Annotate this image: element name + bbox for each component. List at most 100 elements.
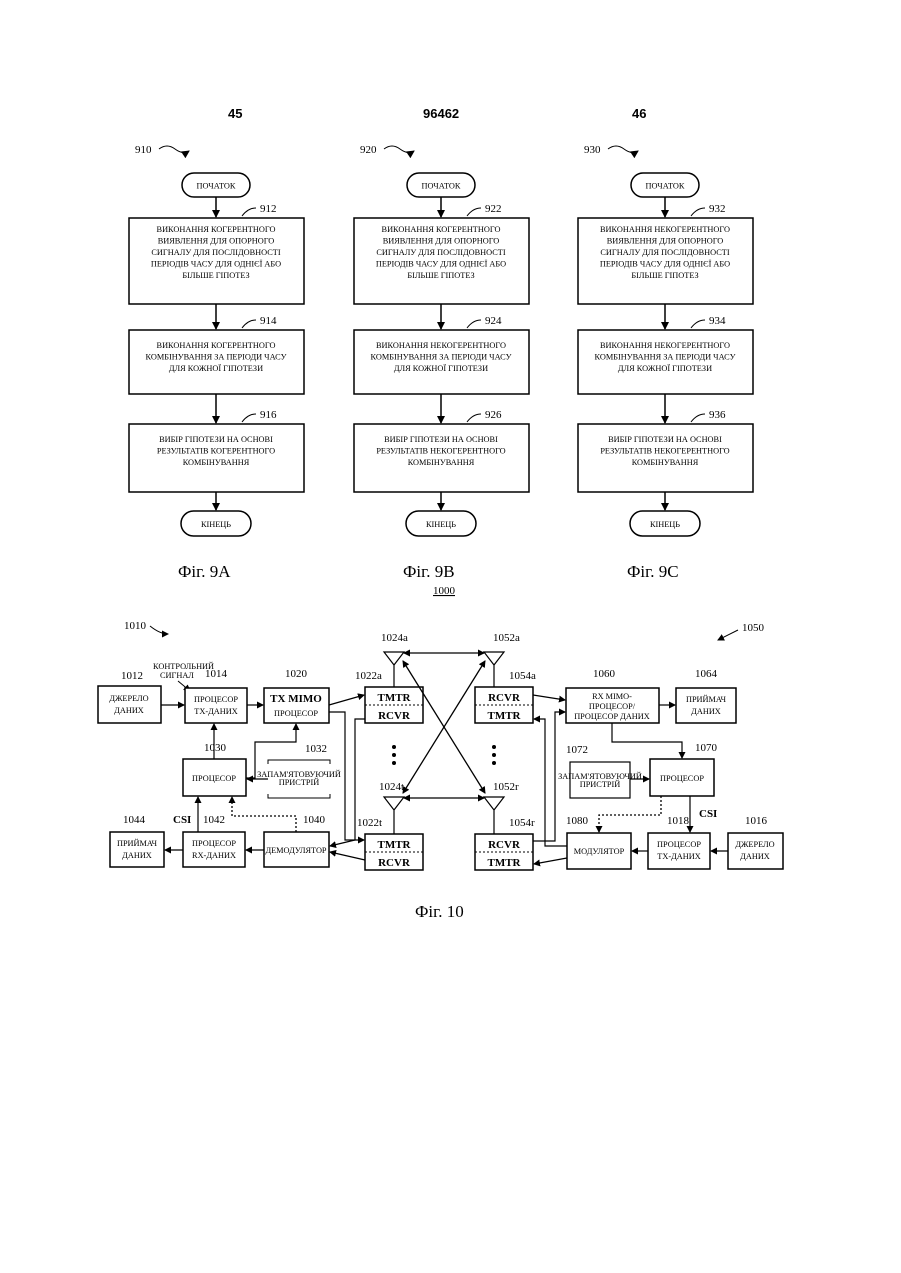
ref-1024t: 1024t — [379, 781, 404, 793]
svg-text:МОДУЛЯТОР: МОДУЛЯТОР — [574, 847, 625, 856]
ellipsis-right — [492, 745, 496, 765]
ref-924: 924 — [485, 315, 502, 327]
ref-1070: 1070 — [695, 742, 718, 754]
flowchart-910: 910ПОЧАТОКВИКОНАННЯ КОГЕРЕНТНОГОВИЯВЛЕНН… — [129, 144, 304, 581]
data-source-right-block: ДЖЕРЕЛО ДАНИХ — [728, 833, 783, 869]
start-label: ПОЧАТОК — [197, 182, 236, 191]
ref-1012: 1012 — [121, 670, 143, 682]
ref-914: 914 — [260, 315, 277, 327]
svg-text:ТХ-ДАНИХ: ТХ-ДАНИХ — [657, 852, 700, 861]
ref-1020: 1020 — [285, 668, 308, 680]
ref-1040: 1040 — [303, 814, 326, 826]
ref-936: 936 — [709, 409, 726, 421]
processor-right-block: ПРОЦЕСОР — [650, 759, 714, 796]
step-box-934 — [578, 330, 753, 394]
ref-910: 910 — [135, 144, 152, 156]
svg-text:RCVR: RCVR — [488, 839, 521, 851]
step-text-line: КОМБІНУВАННЯ ЗА ПЕРІОДИ ЧАСУ — [146, 353, 287, 362]
step-text-line: КОМБІНУВАННЯ — [408, 458, 475, 467]
svg-text:ДАНИХ: ДАНИХ — [122, 851, 152, 860]
end-label: КІНЕЦЬ — [650, 520, 680, 529]
svg-text:ПРИЙМАЧ: ПРИЙМАЧ — [117, 839, 158, 848]
step-text-line: КОМБІНУВАННЯ — [183, 458, 250, 467]
ref-1064: 1064 — [695, 668, 718, 680]
start-label: ПОЧАТОК — [646, 182, 685, 191]
step-text-line: ДЛЯ КОЖНОЇ ГІПОТЕЗИ — [618, 364, 712, 373]
ref-916: 916 — [260, 409, 277, 421]
svg-text:КОНТРОЛЬНИЙ: КОНТРОЛЬНИЙ — [153, 662, 214, 671]
step-text-line: ВИЯВЛЕННЯ ДЛЯ ОПОРНОГО — [383, 237, 500, 246]
ref-1060: 1060 — [593, 668, 616, 680]
ref-920: 920 — [360, 144, 377, 156]
ref-1022a: 1022a — [355, 670, 382, 682]
step-box-924 — [354, 330, 529, 394]
csi-left: CSI — [173, 814, 191, 826]
step-text-line: ВИБІР ГІПОТЕЗИ НА ОСНОВІ — [159, 435, 273, 444]
step-text-line: ПЕРІОДІВ ЧАСУ ДЛЯ ОДНІЄЇ АБО — [151, 260, 281, 269]
svg-text:ПРОЦЕСОР ДАНИХ: ПРОЦЕСОР ДАНИХ — [574, 712, 650, 721]
antenna-1052r-icon — [484, 797, 504, 834]
ref-1018: 1018 — [667, 815, 690, 827]
step-text-line: ВИЯВЛЕННЯ ДЛЯ ОПОРНОГО — [607, 237, 724, 246]
ref-1072: 1072 — [566, 744, 588, 756]
ref-1054a: 1054a — [509, 670, 536, 682]
figure-9-flowcharts: 910ПОЧАТОК ВИКОНАННЯ КОГЕРЕНТНОГО ВИЯВЛЕНН… — [0, 0, 901, 600]
step-text-line: БІЛЬШЕ ГІПОТЕЗ — [631, 271, 698, 280]
ref-1044: 1044 — [123, 814, 146, 826]
svg-text:СИГНАЛ: СИГНАЛ — [160, 671, 194, 680]
step-text-line: ВИЯВЛЕННЯ ДЛЯ ОПОРНОГО — [158, 237, 275, 246]
ref-1030: 1030 — [204, 742, 227, 754]
svg-text:RCVR: RCVR — [488, 692, 521, 704]
right-connections — [533, 695, 728, 864]
svg-text:ДАНИХ: ДАНИХ — [691, 707, 721, 716]
demodulator-block: ДЕМОДУЛЯТОР — [264, 832, 329, 867]
step-text-line: ПЕРІОДІВ ЧАСУ ДЛЯ ОДНІЄЇ АБО — [600, 260, 730, 269]
end-label: КІНЕЦЬ — [426, 520, 456, 529]
svg-text:TMTR: TMTR — [488, 710, 522, 722]
tmtr-rcvr-left-top: TMTR RCVR — [365, 687, 423, 723]
antenna-1052a-icon — [484, 652, 504, 687]
ref-1022t: 1022t — [357, 817, 382, 829]
svg-text:TX MIMO: TX MIMO — [270, 693, 322, 705]
ref-930: 930 — [584, 144, 601, 156]
ref-1032: 1032 — [305, 743, 327, 755]
step-text-line: КОМБІНУВАННЯ ЗА ПЕРІОДИ ЧАСУ — [595, 353, 736, 362]
rx-mimo-processor-block: RX MIMO- ПРОЦЕСОР/ ПРОЦЕСОР ДАНИХ — [566, 688, 659, 723]
svg-text:TMTR: TMTR — [378, 839, 412, 851]
svg-text:RCVR: RCVR — [378, 710, 411, 722]
svg-text:ПРИЙМАЧ: ПРИЙМАЧ — [686, 695, 727, 704]
svg-text:ДЕМОДУЛЯТОР: ДЕМОДУЛЯТОР — [265, 846, 326, 855]
tx-mimo-processor-block: TX MIMO ПРОЦЕСОР — [264, 688, 329, 723]
svg-text:RCVR: RCVR — [378, 857, 411, 869]
step-box-914 — [129, 330, 304, 394]
svg-text:ПРИСТРІЙ: ПРИСТРІЙ — [279, 778, 320, 787]
svg-text:ПРИСТРІЙ: ПРИСТРІЙ — [580, 780, 621, 789]
right-dashed-link — [599, 796, 661, 832]
memory-left-block: ЗАПАМ'ЯТОВУЮЧИЙ ПРИСТРІЙ — [257, 760, 341, 798]
rx-data-processor-left-block: ПРОЦЕСОР RX-ДАНИХ — [183, 832, 245, 867]
control-signal-label: КОНТРОЛЬНИЙ СИГНАЛ — [153, 662, 214, 680]
svg-text:ЗАПАМ'ЯТОВУЮЧИЙ: ЗАПАМ'ЯТОВУЮЧИЙ — [257, 770, 341, 779]
ref-932: 932 — [709, 203, 726, 215]
memory-right-block: ЗАПАМ'ЯТОВУЮЧИЙ ПРИСТРІЙ — [558, 762, 642, 798]
step-text-line: ВИКОНАННЯ КОГЕРЕНТНОГО — [382, 225, 501, 234]
svg-text:TMTR: TMTR — [378, 692, 412, 704]
ref-1016: 1016 — [745, 815, 768, 827]
end-label: КІНЕЦЬ — [201, 520, 231, 529]
rcvr-tmtr-right-top: RCVR TMTR — [475, 687, 533, 723]
step-text-line: ВИКОНАННЯ НЕКОГЕРЕНТНОГО — [600, 341, 730, 350]
ref-926: 926 — [485, 409, 502, 421]
figure-10-caption: Фіг. 10 — [415, 902, 464, 921]
svg-text:ПРОЦЕСОР: ПРОЦЕСОР — [660, 774, 704, 783]
svg-text:ДАНИХ: ДАНИХ — [114, 706, 144, 715]
tx-data-processor-right-block: ПРОЦЕСОР ТХ-ДАНИХ — [648, 833, 710, 869]
modulator-block: МОДУЛЯТОР — [567, 833, 631, 869]
ref-1052r: 1052r — [493, 781, 519, 793]
svg-text:ДЖЕРЕЛО: ДЖЕРЕЛО — [735, 840, 774, 849]
step-text-line: РЕЗУЛЬТАТІВ КОГЕРЕНТНОГО — [157, 447, 275, 456]
svg-text:ПРОЦЕСОР: ПРОЦЕСОР — [274, 709, 318, 718]
svg-text:ПРОЦЕСОР/: ПРОЦЕСОР/ — [589, 702, 636, 711]
step-text-line: ВИБІР ГІПОТЕЗИ НА ОСНОВІ — [608, 435, 722, 444]
ref-1080: 1080 — [566, 815, 589, 827]
step-text-line: БІЛЬШЕ ГІПОТЕЗ — [182, 271, 249, 280]
